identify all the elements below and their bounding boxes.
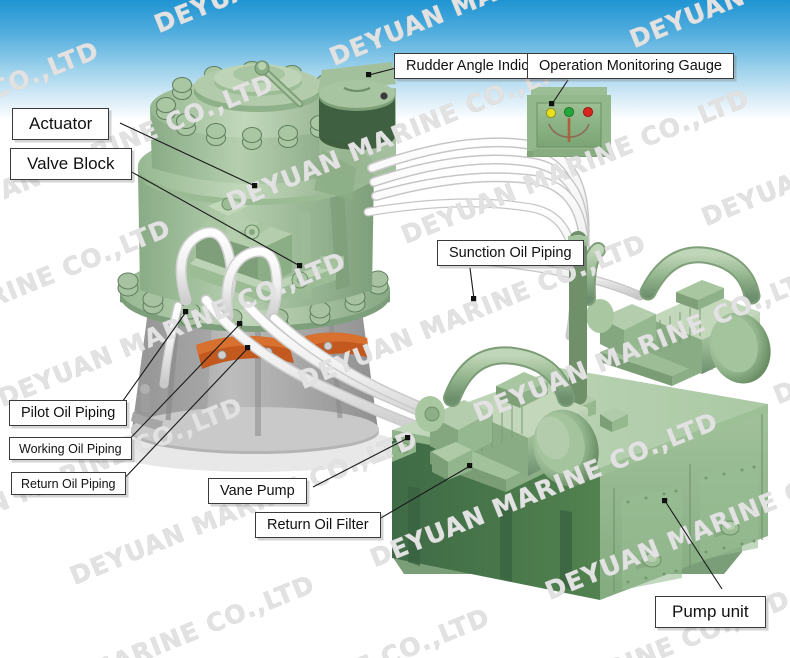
motor-pump-set-rear xyxy=(579,242,771,386)
callout-label: Operation Monitoring Gauge xyxy=(539,58,722,74)
callout-actuator[interactable]: Actuator xyxy=(12,108,110,140)
warning-lamp xyxy=(545,107,557,119)
marker-return-oil-piping xyxy=(245,345,251,351)
leader-return-oil-piping xyxy=(118,347,249,485)
marker-pilot-oil-piping xyxy=(183,309,189,315)
marker-actuator xyxy=(252,183,258,189)
callout-label: Actuator xyxy=(29,114,93,133)
callout-return-oil-piping[interactable]: Return Oil Piping xyxy=(11,472,126,495)
marker-suction-oil-piping xyxy=(471,296,477,302)
leader-vane-pump xyxy=(312,437,409,488)
marker-return-oil-filter xyxy=(467,463,473,469)
marker-rudder-angle xyxy=(366,72,372,78)
callout-label: Return Oil Piping xyxy=(21,476,116,491)
callout-label: Vane Pump xyxy=(220,483,295,499)
tank-side-ports xyxy=(392,434,416,462)
tank-valves xyxy=(636,520,740,570)
marker-working-oil-piping xyxy=(237,321,243,327)
callout-label: Sunction Oil Piping xyxy=(449,245,572,261)
leader-operation-gauge xyxy=(551,79,569,105)
leader-valve-block xyxy=(111,160,301,267)
callout-operation-monitoring-gauge[interactable]: Operation Monitoring Gauge xyxy=(527,53,734,79)
marker-valve-block xyxy=(297,263,303,269)
marker-pump-unit xyxy=(662,498,668,504)
marker-vane-pump xyxy=(405,435,411,441)
callout-vane-pump[interactable]: Vane Pump xyxy=(208,478,307,504)
callout-valve-block[interactable]: Valve Block xyxy=(10,148,132,180)
callout-label: Pilot Oil Piping xyxy=(21,405,116,421)
leader-rudder-angle xyxy=(368,67,397,76)
callout-suction-oil-piping[interactable]: Sunction Oil Piping xyxy=(437,240,584,266)
leader-actuator xyxy=(119,122,256,187)
leader-suction-oil-piping xyxy=(469,267,475,300)
running-lamp xyxy=(563,106,575,118)
alarm-lamp xyxy=(582,106,594,118)
leader-pilot-oil-piping xyxy=(114,311,187,413)
callout-label: Pump unit xyxy=(672,602,749,621)
leader-pump-unit xyxy=(664,500,723,590)
callout-pump-unit[interactable]: Pump unit xyxy=(655,596,766,628)
pump-unit xyxy=(392,231,771,600)
leader-working-oil-piping xyxy=(120,323,241,449)
marker-operation-gauge xyxy=(549,101,555,107)
callout-label: Return Oil Filter xyxy=(267,517,369,533)
callout-label: Rudder Angle Indicator xyxy=(406,58,554,74)
callout-label: Valve Block xyxy=(27,154,115,173)
leader-return-oil-filter xyxy=(366,465,471,527)
operation-monitoring-panel xyxy=(527,87,611,157)
callout-label: Working Oil Piping xyxy=(19,441,122,456)
callout-pilot-oil-piping[interactable]: Pilot Oil Piping xyxy=(9,400,128,426)
callout-return-oil-filter[interactable]: Return Oil Filter xyxy=(255,512,381,538)
callout-working-oil-piping[interactable]: Working Oil Piping xyxy=(9,437,132,460)
